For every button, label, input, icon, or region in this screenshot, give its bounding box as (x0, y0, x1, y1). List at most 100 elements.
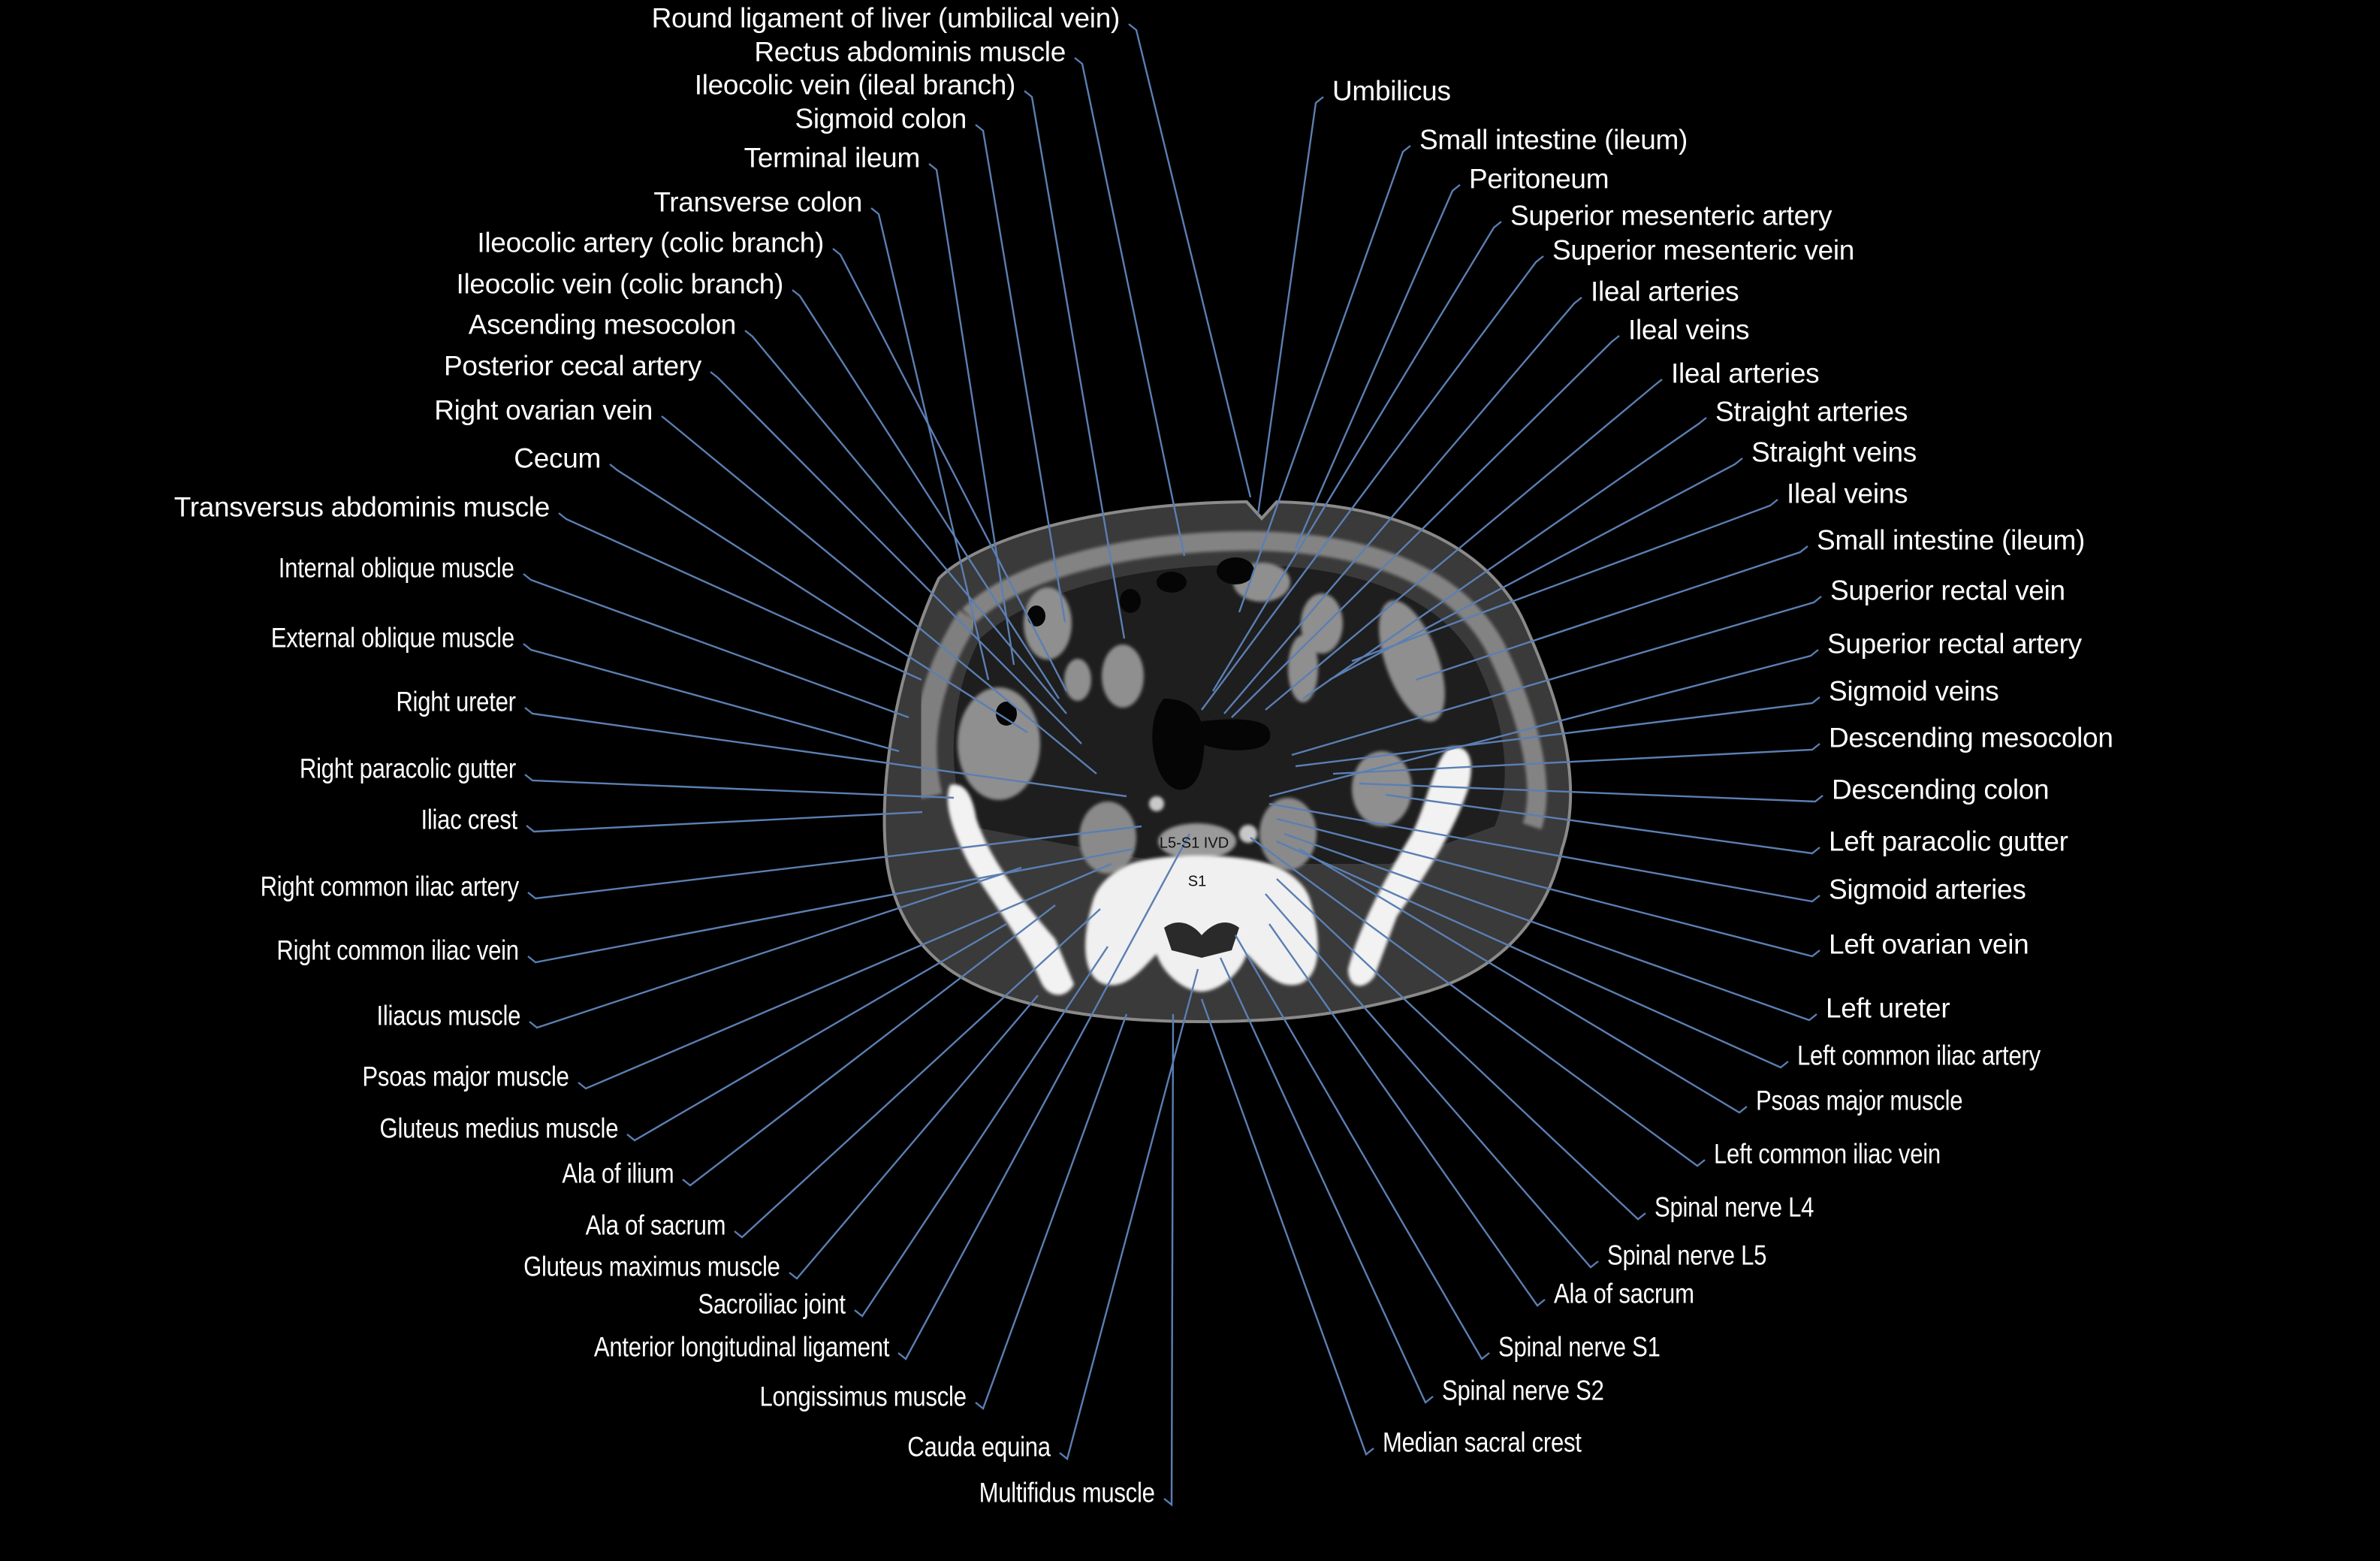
leader-line (854, 946, 1109, 1318)
label-sacroiliac-joint: Sacroiliac joint (698, 1288, 846, 1320)
leader-line (1074, 57, 1186, 557)
leader-line (1351, 499, 1778, 663)
leader-line (1268, 923, 1546, 1307)
label-iliac-crest: Iliac crest (421, 804, 518, 835)
leader-line (578, 862, 1112, 1090)
leader-line (1265, 893, 1599, 1269)
label-terminal-ileum: Terminal ileum (744, 142, 921, 174)
label-right-common-iliac-vein: Right common iliac vein (276, 934, 520, 966)
leader-line (524, 707, 1127, 798)
label-small-intestine-ileum: Small intestine (ileum) (1419, 124, 1688, 155)
label-sigmoid-arteries: Sigmoid arteries (1829, 874, 2026, 905)
sacrum (1085, 855, 1318, 992)
leader-line (1200, 998, 1374, 1456)
leader-line (558, 512, 922, 681)
leader-line (1234, 934, 1490, 1360)
leader-line (1201, 255, 1544, 711)
leader-line (1231, 335, 1620, 718)
label-descending-colon: Descending colon (1832, 774, 2050, 805)
leader-line (1284, 832, 1817, 1022)
leader-line (928, 163, 1015, 666)
label-right-ovarian-vein: Right ovarian vein (434, 394, 653, 426)
label-gluteus-maximus-muscle: Gluteus maximus muscle (523, 1251, 780, 1282)
leader-line (1219, 957, 1434, 1404)
label-multifidus-muscle: Multifidus muscle (979, 1477, 1155, 1508)
label-longissimus-muscle: Longissimus muscle (759, 1381, 967, 1412)
label-small-intestine-ileum: Small intestine (ileum) (1817, 524, 2086, 556)
leader-line (870, 207, 990, 681)
leader-line (1276, 817, 1820, 958)
label-right-common-iliac-artery: Right common iliac artery (260, 871, 520, 902)
leader-line (1238, 145, 1411, 613)
label-right-paracolic-gutter: Right paracolic gutter (299, 753, 516, 784)
leader-line (524, 774, 955, 799)
leader-line (1359, 782, 1823, 803)
leader-line (1415, 545, 1808, 681)
label-ileal-arteries: Ileal arteries (1671, 358, 1820, 389)
label-gluteus-medius-muscle: Gluteus medius muscle (379, 1113, 618, 1144)
label-ala-of-sacrum: Ala of sacrum (1554, 1278, 1694, 1309)
label-rectus-abdominis-muscle: Rectus abdominis muscle (754, 36, 1066, 68)
label-ascending-mesocolon: Ascending mesocolon (468, 309, 737, 340)
label-transversus-abdominis-muscle: Transversus abdominis muscle (173, 491, 551, 523)
leader-line (1265, 379, 1663, 711)
label-left-paracolic-gutter: Left paracolic gutter (1829, 826, 2068, 857)
leader-line (744, 330, 1067, 714)
label-straight-veins: Straight veins (1751, 436, 1917, 468)
leader-line (1276, 878, 1646, 1221)
leader-line (523, 573, 909, 719)
label-sigmoid-colon: Sigmoid colon (795, 103, 967, 134)
label-psoas-major-muscle: Psoas major muscle (362, 1061, 570, 1092)
leader-line (1211, 221, 1502, 692)
leader-line (1256, 96, 1324, 515)
leader-line (526, 811, 923, 833)
leader-line (832, 248, 1068, 692)
leader-line (1268, 649, 1819, 798)
label-superior-rectal-vein: Superior rectal vein (1830, 575, 2065, 606)
label-left-common-iliac-vein: Left common iliac vein (1714, 1138, 1941, 1170)
leader-line (1291, 596, 1822, 756)
label-ileal-veins: Ileal veins (1628, 314, 1750, 346)
leader-line (682, 904, 1056, 1187)
label-ileocolic-vein-ileal-branch: Ileocolic vein (ileal branch) (694, 69, 1016, 101)
label-straight-arteries: Straight arteries (1715, 396, 1908, 427)
label-external-oblique-muscle: External oblique muscle (270, 622, 514, 654)
label-ileal-veins: Ileal veins (1787, 478, 1908, 509)
label-superior-mesenteric-artery: Superior mesenteric artery (1510, 200, 1833, 231)
label-internal-oblique-muscle: Internal oblique muscle (279, 552, 514, 584)
leader-line (1059, 968, 1199, 1461)
leader-line (1223, 297, 1582, 714)
label-sigmoid-veins: Sigmoid veins (1829, 675, 1999, 707)
label-ileocolic-vein-colic-branch: Ileocolic vein (colic branch) (456, 268, 784, 300)
label-superior-rectal-artery: Superior rectal artery (1827, 628, 2082, 660)
leader-line (1332, 743, 1820, 775)
label-ileal-arteries: Ileal arteries (1591, 276, 1739, 307)
leader-line (1163, 1013, 1175, 1507)
leader-line (1302, 417, 1707, 699)
ct-label-l5-s1-ivd: L5-S1 IVD (1159, 835, 1229, 852)
leader-line (1294, 184, 1461, 549)
leader-line (527, 825, 1142, 900)
leader-line (1276, 840, 1789, 1069)
label-descending-mesocolon: Descending mesocolon (1829, 722, 2113, 753)
label-umbilicus: Umbilicus (1332, 75, 1451, 107)
leader-line (626, 922, 1007, 1142)
label-cauda-equina: Cauda equina (907, 1431, 1051, 1463)
leader-line (975, 124, 1066, 623)
leader-line (609, 463, 1028, 734)
leader-line (523, 643, 900, 753)
label-spinal-nerve-l4: Spinal nerve L4 (1655, 1191, 1814, 1223)
label-transverse-colon: Transverse colon (653, 186, 862, 218)
leader-line (1268, 802, 1820, 903)
leader-line (1299, 847, 1748, 1114)
label-posterior-cecal-artery: Posterior cecal artery (444, 350, 701, 382)
label-left-ureter: Left ureter (1826, 992, 1950, 1024)
label-ala-of-ilium: Ala of ilium (562, 1158, 674, 1189)
label-superior-mesenteric-vein: Superior mesenteric vein (1552, 234, 1855, 266)
leader-line (661, 415, 1097, 774)
label-ileocolic-artery-colic-branch: Ileocolic artery (colic branch) (477, 227, 824, 258)
leader-line (1024, 90, 1126, 639)
label-anterior-longitudinal-ligament: Anterior longitudinal ligament (593, 1331, 890, 1363)
